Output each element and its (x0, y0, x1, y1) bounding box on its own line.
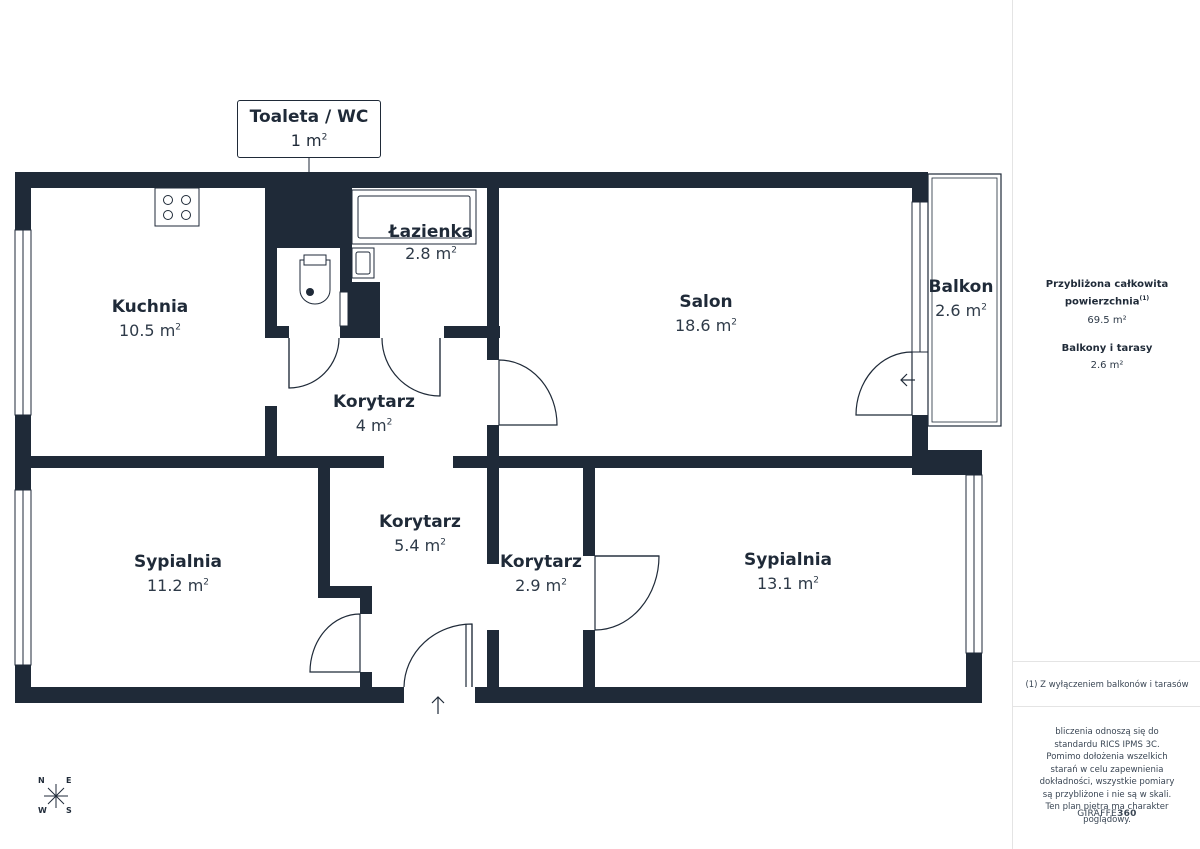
total-area-label: Przybliżona całkowita powierzchnia(1) (1045, 279, 1169, 308)
wall-sypialnia-stub (360, 586, 372, 614)
room-area: 2.9 m2 (515, 576, 567, 595)
balcony-outline (927, 173, 1002, 427)
wall-salon-left (487, 172, 499, 360)
compass-n: N (38, 776, 45, 785)
room-label-sypialnia-2: Sypialnia 13.1 m2 (744, 550, 832, 593)
wall-right-top (912, 172, 928, 202)
room-area: 13.1 m2 (756, 574, 820, 593)
room-area: 11.2 m2 (146, 576, 210, 595)
room-name: Kuchnia (111, 297, 189, 317)
wall-bottom-left (15, 687, 404, 703)
balcony-inner (931, 177, 998, 423)
room-name: Łazienka (388, 222, 474, 242)
door-sypialnia-1 (309, 613, 361, 673)
total-area-value: 69.5 m² (1087, 315, 1127, 326)
wall-kitchen-right-low (265, 406, 277, 461)
room-label-salon: Salon 18.6 m2 (675, 292, 737, 335)
room-label-sypialnia-1: Sypialnia 11.2 m2 (134, 552, 222, 595)
room-name: Salon (679, 292, 733, 312)
disclaimer: bliczenia odnoszą się do standardu RICS … (1039, 727, 1175, 825)
door-lazienka (381, 337, 441, 397)
room-area: 4 m2 (355, 416, 393, 435)
wall-salon-left-low (487, 425, 499, 465)
wall-kitchen-right (265, 172, 277, 338)
compass-s: S (66, 806, 72, 815)
divider (1013, 661, 1200, 662)
door-entrance (403, 623, 473, 688)
burner-icon (181, 210, 191, 220)
room-area: 2.6 m2 (935, 301, 987, 320)
wall-korytarz-right-low (583, 630, 595, 702)
door-balkon (855, 351, 913, 416)
door-wc (288, 337, 340, 389)
room-name: Korytarz (333, 392, 415, 412)
walls (15, 172, 982, 703)
wall-top (15, 172, 927, 188)
room-name: Sypialnia (133, 552, 223, 572)
wall-sypialnia-right (318, 456, 330, 598)
wall-mid-right (453, 456, 923, 468)
footnote: (1) Z wyłączeniem balkonów i tarasów (1025, 680, 1189, 690)
balcony-value: 2.6 m² (1090, 360, 1124, 371)
room-label-korytarz-1: Korytarz 4 m2 (333, 392, 415, 435)
door-leaves (288, 338, 659, 687)
room-area: 1 m2 (290, 131, 328, 150)
window-lines (22, 202, 975, 665)
burner-icon (163, 210, 173, 220)
doors (288, 337, 913, 688)
room-label-kuchnia: Kuchnia 10.5 m2 (112, 297, 189, 340)
room-area: 10.5 m2 (118, 321, 182, 340)
toilet-tank (303, 254, 327, 266)
wc-shelf (339, 291, 349, 327)
wall-korytarz-left-low (487, 630, 499, 702)
door-sypialnia-2 (594, 555, 660, 631)
wall-bath-bottom (444, 326, 500, 338)
wall-sypialnia-stub-low (360, 672, 372, 702)
floor-plan (14, 158, 1002, 714)
wall-sypialnia-step (318, 586, 372, 598)
windows (14, 201, 983, 666)
room-area: 5.4 m2 (394, 536, 446, 555)
fixtures (154, 187, 477, 327)
wall-korytarz-left (487, 456, 499, 564)
room-label-toaleta: Toaleta / WC 1 m2 (237, 100, 381, 158)
room-name: Korytarz (379, 512, 461, 532)
room-name: Balkon (928, 277, 994, 297)
room-label-balkon: Balkon 2.6 m2 (929, 277, 994, 320)
room-name: Toaleta / WC (249, 107, 369, 127)
compass-e: E (66, 776, 72, 785)
wall-wc-bottom (265, 326, 289, 338)
wall-mid-left (15, 456, 384, 468)
room-label-korytarz-3: Korytarz 2.9 m2 (500, 552, 582, 595)
divider (1013, 706, 1200, 707)
wall-bottom-right (475, 687, 982, 703)
entrance-arrow-icon (431, 696, 445, 714)
room-label-korytarz-2: Korytarz 5.4 m2 (379, 512, 461, 555)
bathtub-inner (357, 195, 471, 239)
burner-icon (163, 195, 173, 205)
balcony-label: Balkony i tarasy (1061, 343, 1153, 354)
stove (154, 187, 200, 227)
room-label-lazienka: Łazienka 2.8 m2 (389, 222, 474, 263)
room-area: 2.8 m2 (405, 244, 457, 263)
compass-icon: N E W S (36, 776, 76, 816)
room-name: Sypialnia (743, 550, 833, 570)
compass-w: W (38, 806, 47, 815)
summary-panel: Przybliżona całkowita powierzchnia(1) 69… (1012, 0, 1200, 849)
room-area: 18.6 m2 (674, 316, 738, 335)
brand-logo: GIRAFFE360 (1077, 809, 1137, 819)
toilet-icon (299, 259, 331, 305)
room-name: Korytarz (500, 552, 582, 572)
wall-shaft (265, 172, 352, 248)
toilet-drain-icon (306, 288, 314, 296)
sink-basin (355, 251, 371, 275)
balcony-arrow-icon (900, 373, 915, 387)
door-salon (498, 359, 558, 426)
burner-icon (181, 195, 191, 205)
wall-korytarz-right (583, 456, 595, 556)
